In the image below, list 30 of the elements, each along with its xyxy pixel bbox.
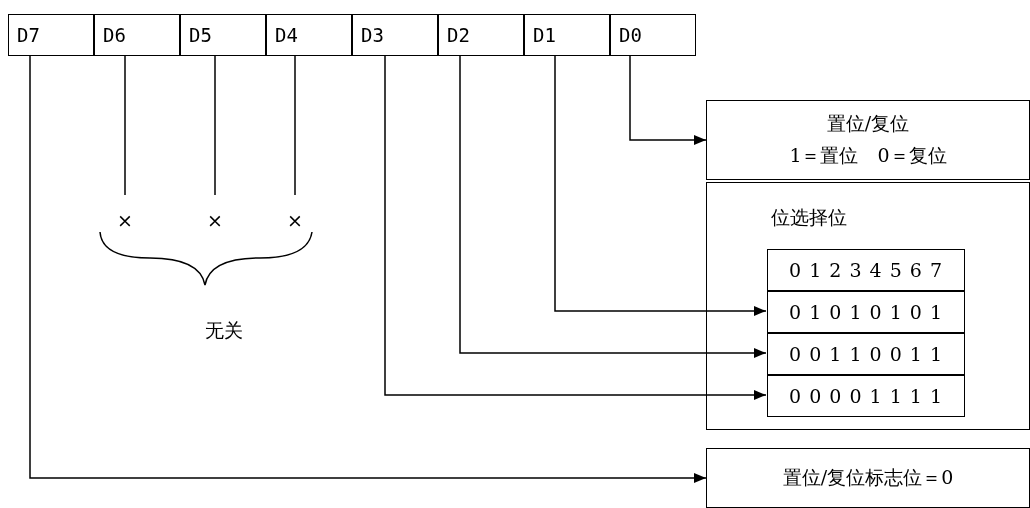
bit-cell: D2 xyxy=(438,14,524,56)
connector-line xyxy=(214,55,216,196)
text-box xyxy=(706,182,1030,430)
arrow xyxy=(554,55,767,316)
connector-line xyxy=(294,55,296,196)
bit-cell: D3 xyxy=(352,14,438,56)
box-heading: 置位/复位 xyxy=(826,111,910,136)
box-text: 1＝置位 0＝复位 xyxy=(789,143,947,168)
cross-mark: × xyxy=(203,205,227,235)
bit-cell: D5 xyxy=(180,14,266,56)
cross-mark: × xyxy=(113,205,137,235)
table-cell: 0 1 2 3 4 5 6 7 xyxy=(767,249,965,291)
bit-cell: D1 xyxy=(524,14,610,56)
cross-mark: × xyxy=(283,205,307,235)
table-cell: 0 1 0 1 0 1 0 1 xyxy=(767,291,965,333)
arrow xyxy=(629,55,707,145)
bit-cell: D6 xyxy=(94,14,180,56)
bit-cell: D0 xyxy=(610,14,696,56)
connector-line xyxy=(124,55,126,196)
table-cell: 0 0 0 0 1 1 1 1 xyxy=(767,375,965,417)
text-box: 置位/复位标志位＝0 xyxy=(706,448,1030,508)
note-text: 无关 xyxy=(205,318,243,343)
box-heading: 位选择位 xyxy=(771,205,847,230)
arrow xyxy=(29,55,707,483)
bit-cell: D4 xyxy=(266,14,352,56)
bit-cell: D7 xyxy=(8,14,94,56)
arrow xyxy=(459,55,767,358)
table-cell: 0 0 1 1 0 0 1 1 xyxy=(767,333,965,375)
text-box xyxy=(706,100,1030,180)
arrow xyxy=(384,55,767,400)
